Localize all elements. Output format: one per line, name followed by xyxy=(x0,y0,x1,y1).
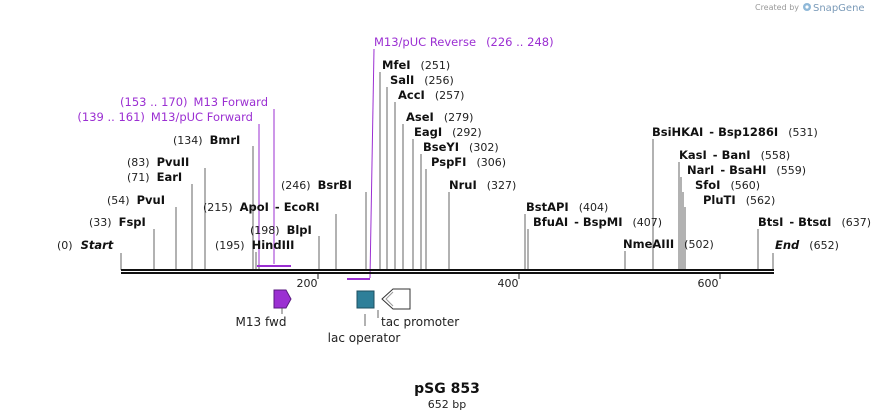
feature-lac-operator[interactable]: lac operator xyxy=(328,290,401,345)
credit-brand: SnapGene xyxy=(813,3,865,14)
site-label-pspfi: PspFI(306) xyxy=(431,155,506,169)
plasmid-name: pSG 853 xyxy=(414,381,480,397)
primer-lines xyxy=(257,48,375,280)
site-label-nari-bsahi: NarI-BsaHI(559) xyxy=(687,163,806,177)
sequence-backbone xyxy=(121,269,774,274)
site-label-nrui: NruI(327) xyxy=(449,178,516,192)
site-label-eari: (71)EarI xyxy=(127,170,182,184)
restriction-site-labels: (0)Start (33)FspI (54)PvuI (71)EarI (83)… xyxy=(57,58,871,252)
site-label-pvuii: (83)PvuII xyxy=(127,155,189,169)
site-label-bseyi: BseYI(302) xyxy=(423,140,499,154)
site-label-pluti: PluTI(562) xyxy=(703,193,775,207)
site-label-pvui: (54)PvuI xyxy=(107,193,165,207)
feature-tac-promoter[interactable]: tac promoter xyxy=(377,288,459,329)
site-label-bfuai-bspmi: BfuAI-BspMI(407) xyxy=(533,215,662,229)
site-leader-lines xyxy=(120,72,774,270)
site-label-sfoi: SfoI(560) xyxy=(695,178,760,192)
ruler-tick-label: 200 xyxy=(297,277,318,290)
feature-label-tac-promoter: tac promoter xyxy=(381,315,459,329)
primer-label-m13-forward: (153 .. 170)M13 Forward xyxy=(120,95,268,109)
site-label-apoi-ecori: (215)ApoI-EcoRI xyxy=(203,200,319,214)
feature-label-lac-operator: lac operator xyxy=(328,331,401,345)
site-label-bstapi: BstAPI(404) xyxy=(526,200,608,214)
site-label-mfei: MfeI(251) xyxy=(382,58,450,72)
credit-text: Created by xyxy=(755,3,799,12)
site-label-start: (0)Start xyxy=(57,238,114,252)
primer-label-m13puc-reverse: M13/pUC Reverse(226 .. 248) xyxy=(374,35,554,49)
feature-m13-fwd[interactable]: M13 fwd xyxy=(236,289,292,329)
site-label-end: End(652) xyxy=(775,238,839,252)
snapgene-logo-icon xyxy=(803,3,811,11)
site-label-bsihkai-bsp1286i: BsiHKAI-Bsp1286I(531) xyxy=(652,125,818,139)
primer-label-m13puc-forward: (139 .. 161)M13/pUC Forward xyxy=(77,110,253,124)
site-label-bmri: (134)BmrI xyxy=(173,133,240,147)
feature-label-m13-fwd: M13 fwd xyxy=(236,315,287,329)
site-label-bsrbi: (246)BsrBI xyxy=(281,178,352,192)
site-label-hindiii: (195)HindIII xyxy=(215,238,294,252)
ruler-tick-label: 400 xyxy=(498,277,519,290)
site-label-nmeaiii: NmeAIII(502) xyxy=(623,237,714,251)
ruler-tick-label: 600 xyxy=(698,277,719,290)
site-label-sali: SalI(256) xyxy=(390,73,454,87)
site-label-kasi-bani: KasI-BanI(558) xyxy=(679,148,790,162)
site-label-fspi: (33)FspI xyxy=(89,215,146,229)
ruler: 200 400 600 xyxy=(297,274,721,290)
site-label-eagi: EagI(292) xyxy=(414,125,482,139)
site-label-acci: AccI(257) xyxy=(398,88,464,102)
site-label-asei: AseI(279) xyxy=(406,110,473,124)
plasmid-length: 652 bp xyxy=(428,398,466,411)
site-label-btsi-btsai: BtsI-BtsαI(637) xyxy=(758,215,871,229)
site-label-blpi: (198)BlpI xyxy=(250,223,312,237)
